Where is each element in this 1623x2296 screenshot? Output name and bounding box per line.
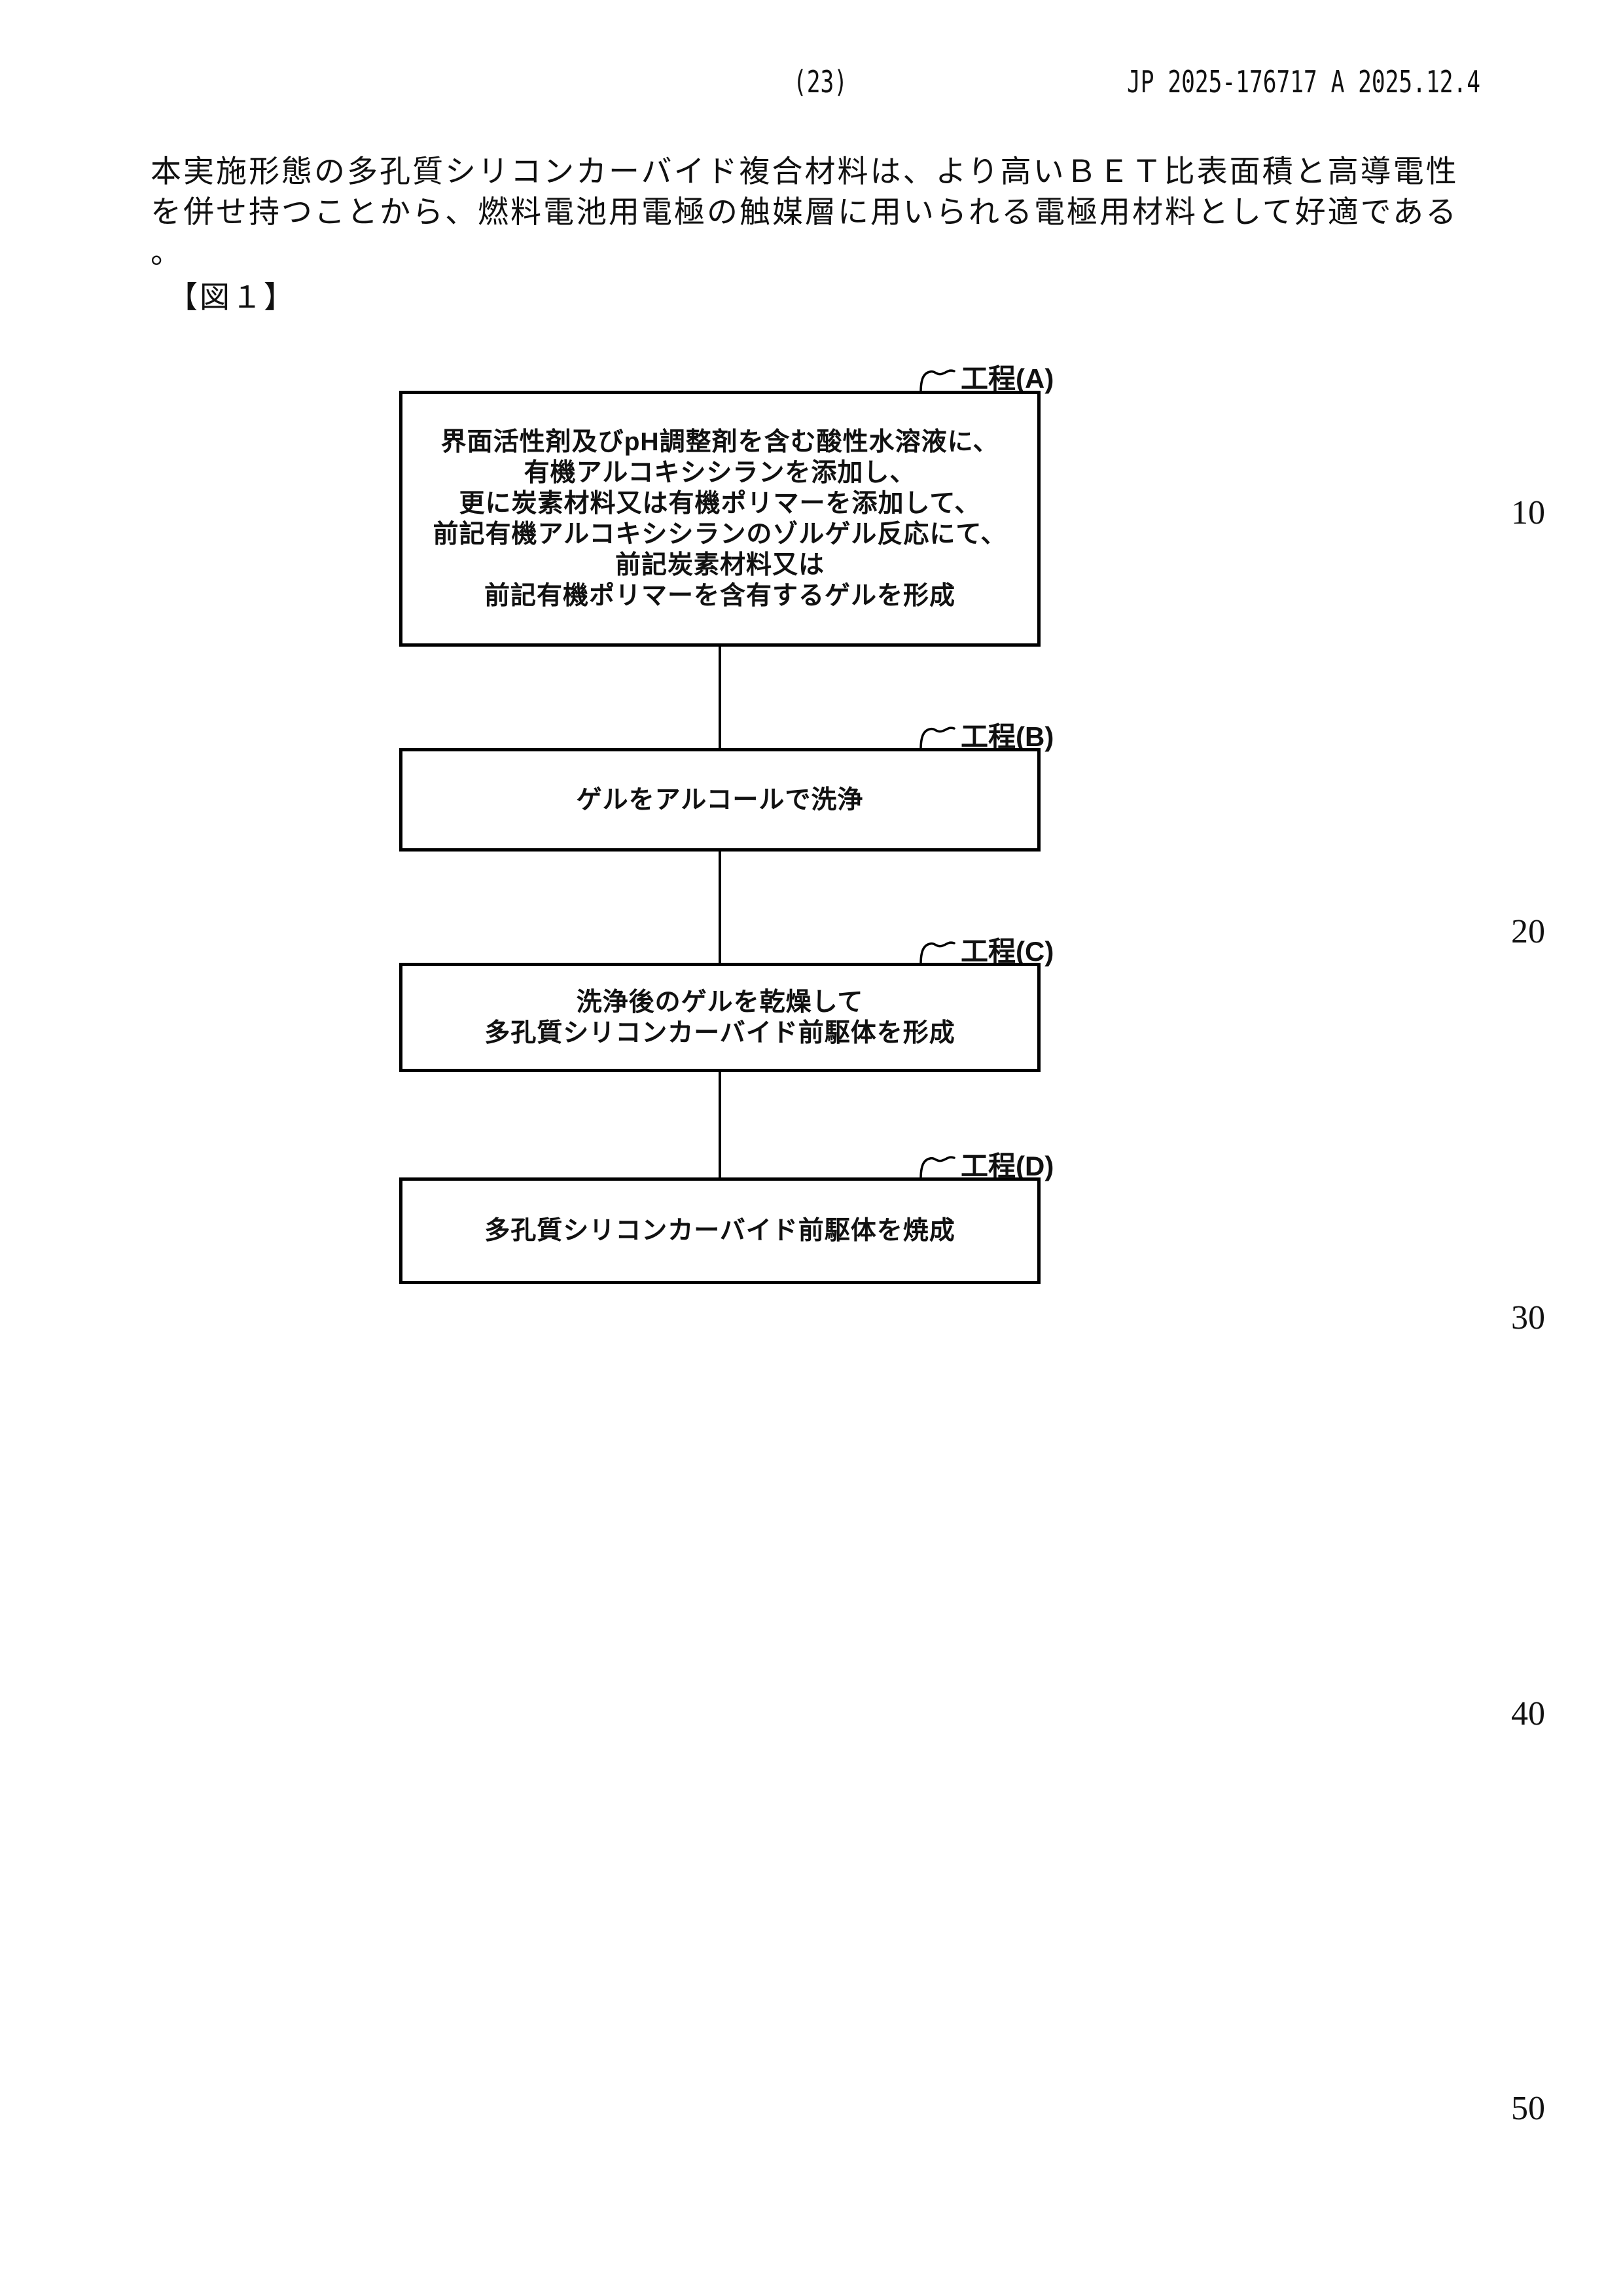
- connector-c-d: [719, 1072, 721, 1177]
- process-box-b: ゲルをアルコールで洗浄: [399, 748, 1041, 852]
- connector-b-c: [719, 852, 721, 963]
- process-a-line: 前記炭素材料又は: [615, 550, 825, 579]
- leader-line-d: [916, 1151, 957, 1179]
- leader-line-c: [916, 936, 957, 965]
- paragraph-line-3: 。: [151, 236, 183, 270]
- connector-a-b: [719, 647, 721, 748]
- leader-line-a: [916, 364, 957, 393]
- page-number: (23): [793, 64, 848, 99]
- margin-line-number-50: 50: [1511, 2090, 1545, 2127]
- step-label-b: 工程(B): [961, 721, 1054, 752]
- paragraph-line-2: を併せ持つことから、燃料電池用電極の触媒層に用いられる電極用材料として好適である: [151, 196, 1459, 230]
- margin-line-number-10: 10: [1511, 494, 1545, 531]
- paragraph-line-1: 本実施形態の多孔質シリコンカーバイド複合材料は、より高いＢＥＴ比表面積と高導電性: [151, 155, 1459, 189]
- process-c-line: 多孔質シリコンカーバイド前駆体を形成: [484, 1018, 955, 1047]
- process-box-d: 多孔質シリコンカーバイド前駆体を焼成: [399, 1177, 1041, 1284]
- process-a-line: 前記有機アルコキシシランのゾルゲル反応にて、: [433, 520, 1007, 548]
- process-c-line: 洗浄後のゲルを乾燥して: [576, 988, 864, 1016]
- body-paragraph: 本実施形態の多孔質シリコンカーバイド複合材料は、より高いＢＥＴ比表面積と高導電性…: [151, 152, 1479, 274]
- process-box-a: 界面活性剤及びpH調整剤を含む酸性水溶液に、 有機アルコキシシランを添加し、 更…: [399, 391, 1041, 647]
- step-label-c: 工程(C): [961, 936, 1054, 967]
- process-box-c: 洗浄後のゲルを乾燥して 多孔質シリコンカーバイド前駆体を形成: [399, 963, 1041, 1072]
- process-a-line: 有機アルコキシシランを添加し、: [524, 458, 916, 487]
- process-a-line: 界面活性剤及びpH調整剤を含む酸性水溶液に、: [440, 427, 999, 456]
- margin-line-number-40: 40: [1511, 1695, 1545, 1732]
- process-a-line: 更に炭素材料又は有機ポリマーを添加して、: [459, 489, 981, 518]
- figure-label: 【図１】: [168, 281, 296, 314]
- leader-line-b: [916, 721, 957, 750]
- step-label-a: 工程(A): [961, 363, 1054, 394]
- process-b-line: ゲルをアルコールで洗浄: [576, 785, 864, 814]
- margin-line-number-20: 20: [1511, 913, 1545, 950]
- step-label-d: 工程(D): [961, 1151, 1054, 1181]
- margin-line-number-30: 30: [1511, 1299, 1545, 1336]
- process-d-line: 多孔質シリコンカーバイド前駆体を焼成: [484, 1217, 955, 1245]
- publication-number: JP 2025-176717 A 2025.12.4: [1126, 64, 1480, 99]
- process-a-line: 前記有機ポリマーを含有するゲルを形成: [484, 581, 955, 610]
